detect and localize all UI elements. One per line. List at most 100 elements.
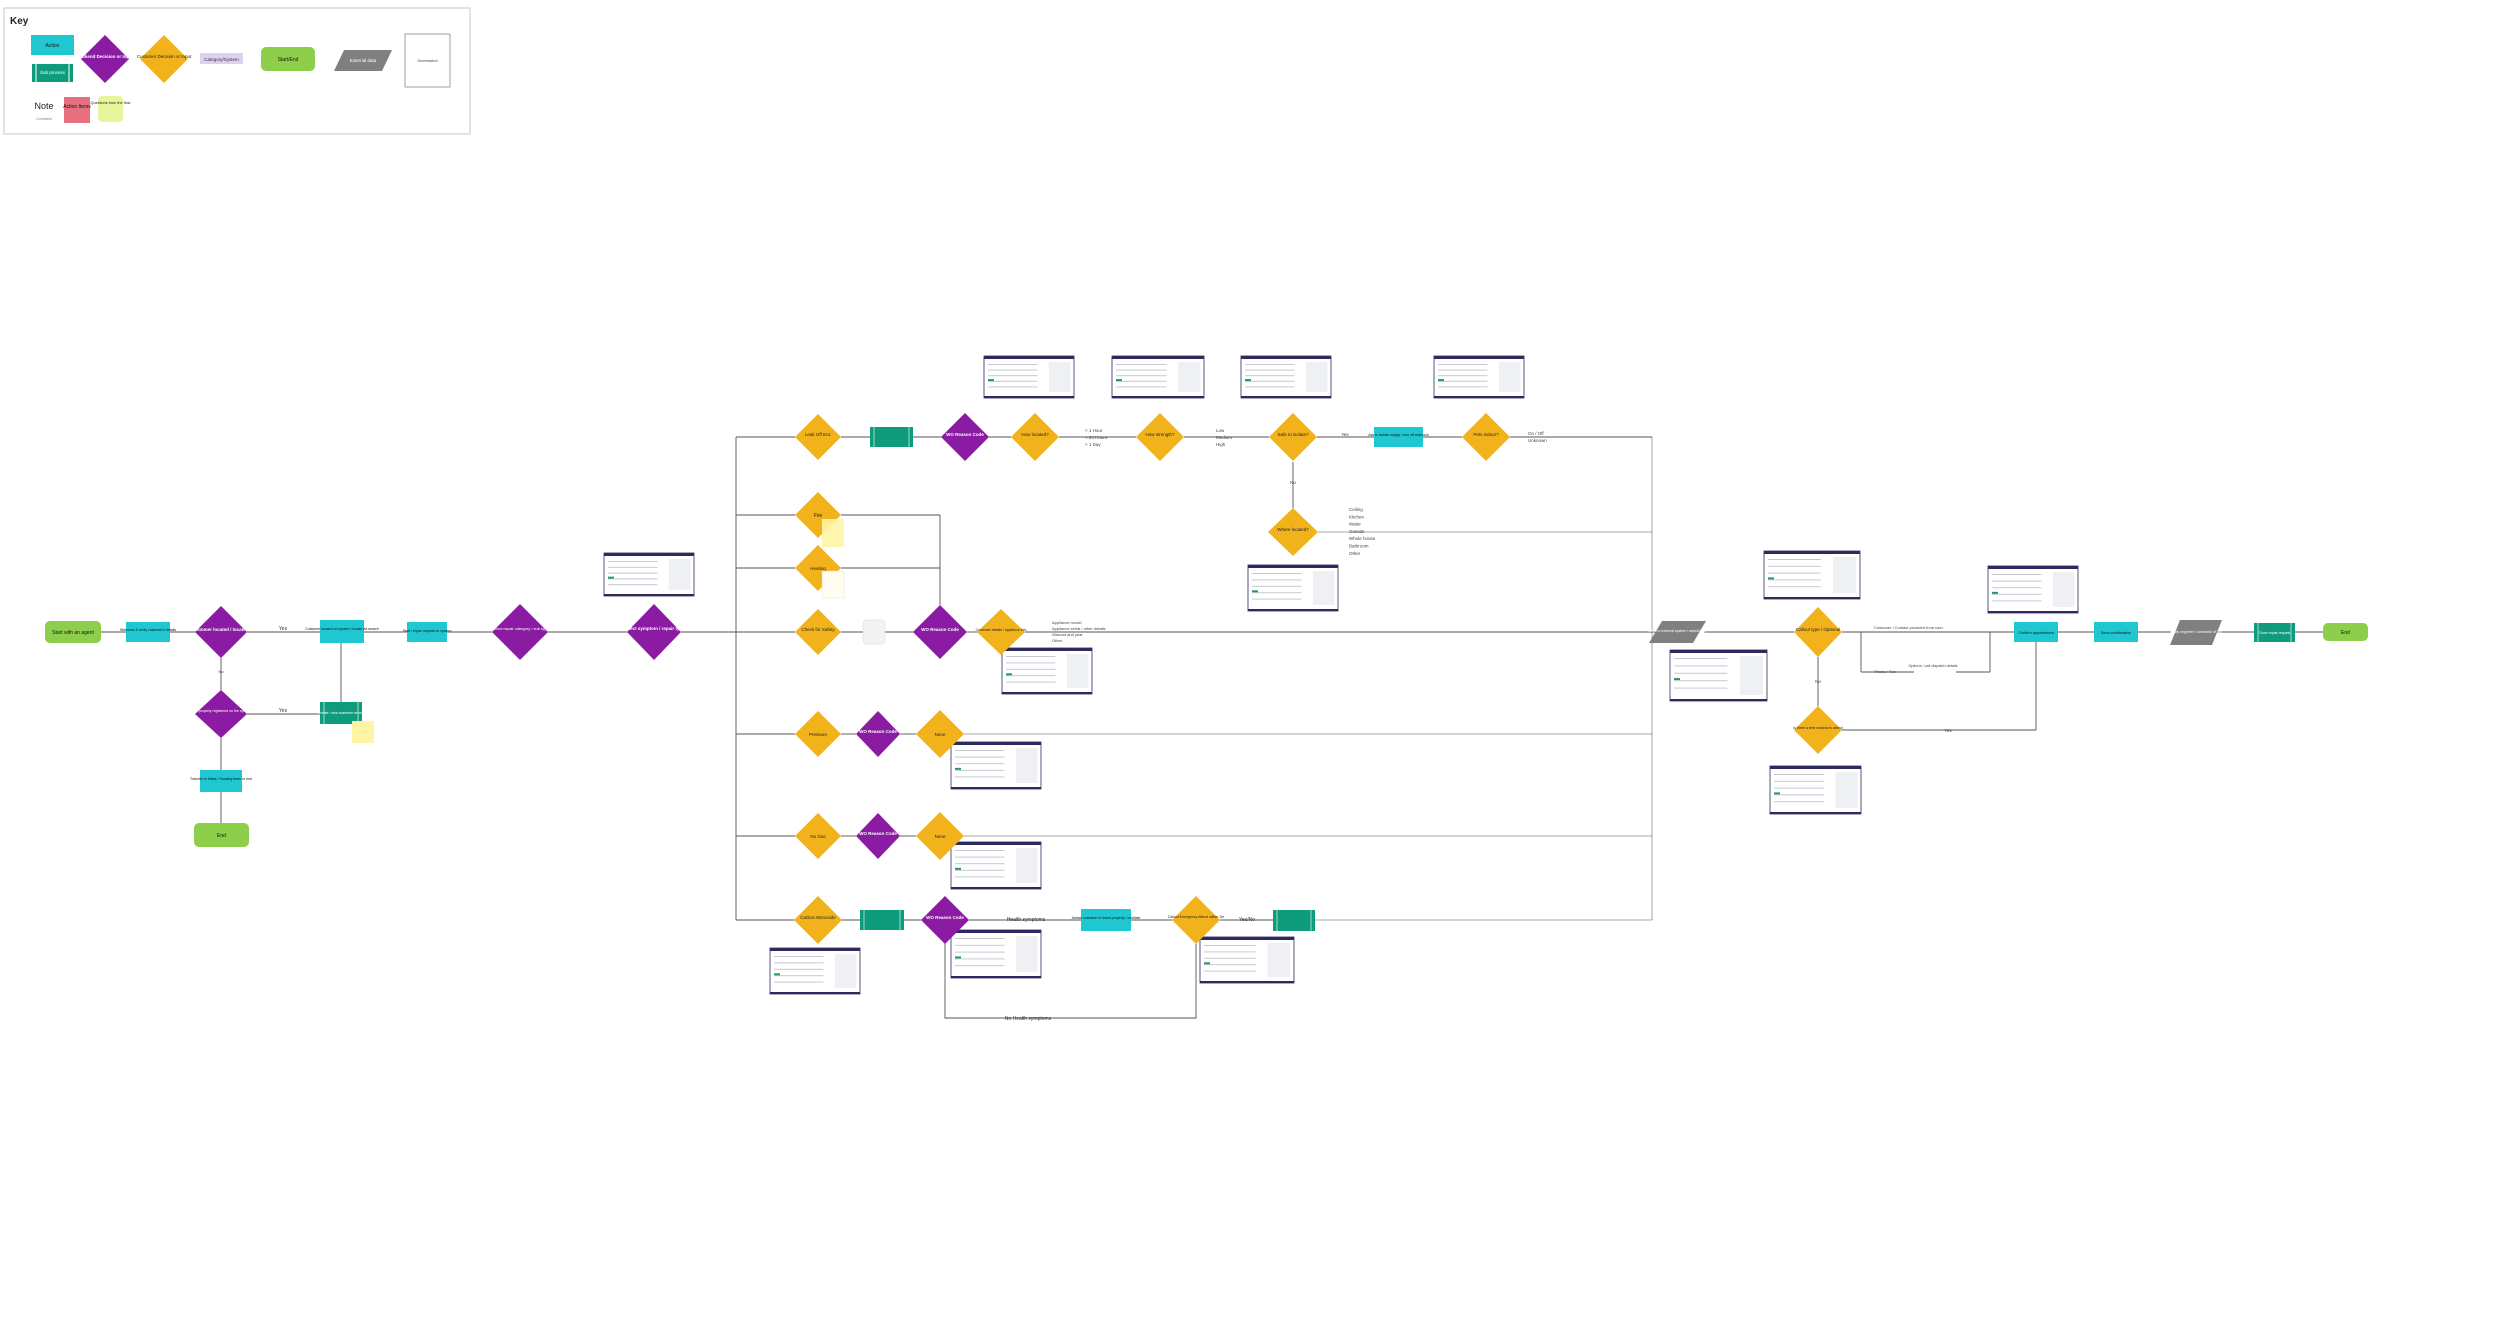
key-startend-shape	[261, 47, 315, 71]
level-option-1: Low	[1216, 428, 1225, 433]
carbon-monoxide-label: Carbon Monoxide	[800, 915, 836, 920]
safe-isolate-label: Safe to isolate?	[1277, 432, 1309, 437]
key-action-shape	[31, 35, 74, 55]
advise-action	[1081, 909, 1131, 931]
callout-decision-label: Callout Emergency Attend within 1hr	[1168, 915, 1225, 919]
time-options: < 1 Hour < 24 Hours > 1 Day	[1085, 428, 1108, 447]
none-decision-2	[916, 812, 964, 860]
where-option: Other	[1349, 551, 1361, 556]
safety-option-4: Other	[1052, 638, 1063, 643]
create-customer-subprocess	[320, 702, 362, 724]
callout-type-label: Callout type / Optional	[1796, 627, 1840, 632]
fire-label: Fire	[814, 513, 823, 519]
key-backend-label: Backend Decision or Input	[77, 54, 134, 59]
safety-option-1: Appliance model	[1052, 620, 1082, 625]
select-category-label: Select repair category / sub type	[491, 626, 549, 631]
key-action-items-label: Action Items	[63, 104, 91, 110]
wo-reason-label-4: WO Reason Code	[859, 831, 897, 836]
screenshot-thumbnail	[983, 355, 1075, 399]
carbon-monoxide-decision	[794, 896, 842, 944]
pets-indoor-label: Pets indoor?	[1473, 432, 1499, 437]
level-option-3: High	[1216, 442, 1226, 447]
time-option-1: < 1 Hour	[1085, 428, 1103, 433]
check-safety-label: Check for Safety	[801, 627, 835, 632]
confirm-action	[2014, 622, 2058, 642]
key-title: Key	[10, 16, 29, 27]
option-list-label: Options / call dispatch details	[1908, 664, 1957, 668]
final-subprocess	[2254, 623, 2295, 642]
screenshot-thumbnail	[1240, 355, 1332, 399]
right-section: Send to external system / scheduling Cal…	[1648, 607, 2368, 754]
select-category-decision	[492, 604, 548, 660]
external-system-label: Send to external system / scheduling	[1648, 629, 1705, 633]
key-action-items-shape	[64, 97, 90, 123]
note-safety	[862, 619, 886, 645]
key-action-label: Action	[46, 43, 60, 49]
connectors	[101, 436, 2323, 1019]
welcome-action-label: Welcome & verify customer's details	[120, 628, 176, 632]
level-option-2: Medium	[1216, 435, 1232, 440]
where-located-decision	[1268, 508, 1318, 556]
property-registered-label: Is the property registered on the system…	[189, 709, 253, 713]
wo-reason-label-1: WO Reason Code	[946, 432, 984, 437]
screenshot-thumbnail	[1247, 564, 1339, 612]
screenshot-thumbnail	[950, 741, 1042, 790]
key-question-label: Questions from the flow	[91, 101, 131, 105]
key-category-shape	[200, 53, 243, 64]
key-startend-label: Start/End	[278, 57, 299, 63]
where-option: Outside	[1349, 529, 1365, 534]
locate-action-label: Customer located on system / locate via …	[305, 627, 379, 631]
yes-no-label: Yes/No	[1239, 917, 1255, 923]
safety-option-3: Warrant and year	[1052, 632, 1083, 637]
isolate-no-label: No	[1290, 480, 1296, 485]
where-option: Bathroom	[1349, 544, 1369, 549]
time-option-2: < 24 Hours	[1085, 435, 1108, 440]
property-registered-decision	[195, 690, 247, 738]
screenshot-thumbnail	[1763, 550, 1861, 600]
note-sticky-heating	[821, 570, 845, 599]
customer-located-decision	[195, 606, 247, 658]
no-gas-label: No Gas	[810, 834, 826, 839]
key-subprocess-label: Sub process	[40, 70, 66, 75]
no-health-symptoms-label: No Health symptoms	[1005, 1016, 1052, 1022]
where-located-label: Where located?	[1277, 527, 1309, 532]
wo-reason-decision-2	[913, 605, 967, 659]
screenshot-thumbnail	[603, 552, 695, 597]
create-customer-label: Create / new customer record	[318, 711, 364, 715]
locate-action	[320, 620, 364, 643]
none-label-1: None	[935, 732, 946, 737]
safety-option-2: Appliance serial / other details	[1052, 626, 1105, 631]
where-option: Ceiling	[1349, 507, 1363, 512]
start-new-claim-label: Start / repair request on system	[403, 629, 452, 633]
select-type-decision	[627, 604, 681, 660]
start-new-claim-action	[407, 622, 447, 642]
yes-label-2: Yes	[279, 708, 288, 714]
where-option: Water	[1349, 522, 1361, 527]
external-notify-label: Notify engineer / contractor of job	[2170, 630, 2222, 634]
screenshot-thumbnail	[950, 929, 1042, 979]
customer-details-label: Customer details / appliance info	[976, 628, 1027, 632]
callout-decision	[1172, 896, 1220, 944]
key-panel: Key Action Sub process Backend Decision …	[3, 7, 471, 135]
start-node	[45, 621, 101, 643]
isolate-yes-label: Yes	[1341, 432, 1349, 437]
key-screenshot-label: Screenshot	[417, 58, 438, 63]
callout-subprocess	[1273, 910, 1315, 931]
leak-decision	[795, 414, 841, 460]
note-sticky-1	[352, 721, 374, 743]
safe-isolate-decision	[1269, 413, 1317, 461]
key-customer-shape	[140, 35, 188, 83]
leak-subprocess	[870, 427, 913, 447]
wo-reason-label-3: WO Reason Code	[859, 729, 897, 734]
wo-reason-decision-5	[921, 896, 969, 944]
no-label-2: No	[1815, 679, 1821, 684]
start-node-label: Start with an agent	[52, 630, 94, 636]
where-option: Kitchen	[1349, 514, 1365, 519]
no-gas-decision	[795, 813, 841, 859]
screenshot-thumbnail	[950, 841, 1042, 890]
how-located-decision	[1011, 413, 1059, 461]
confirm-action-label: Confirm appointment	[2018, 631, 2054, 635]
key-screenshot-shape	[404, 33, 451, 88]
